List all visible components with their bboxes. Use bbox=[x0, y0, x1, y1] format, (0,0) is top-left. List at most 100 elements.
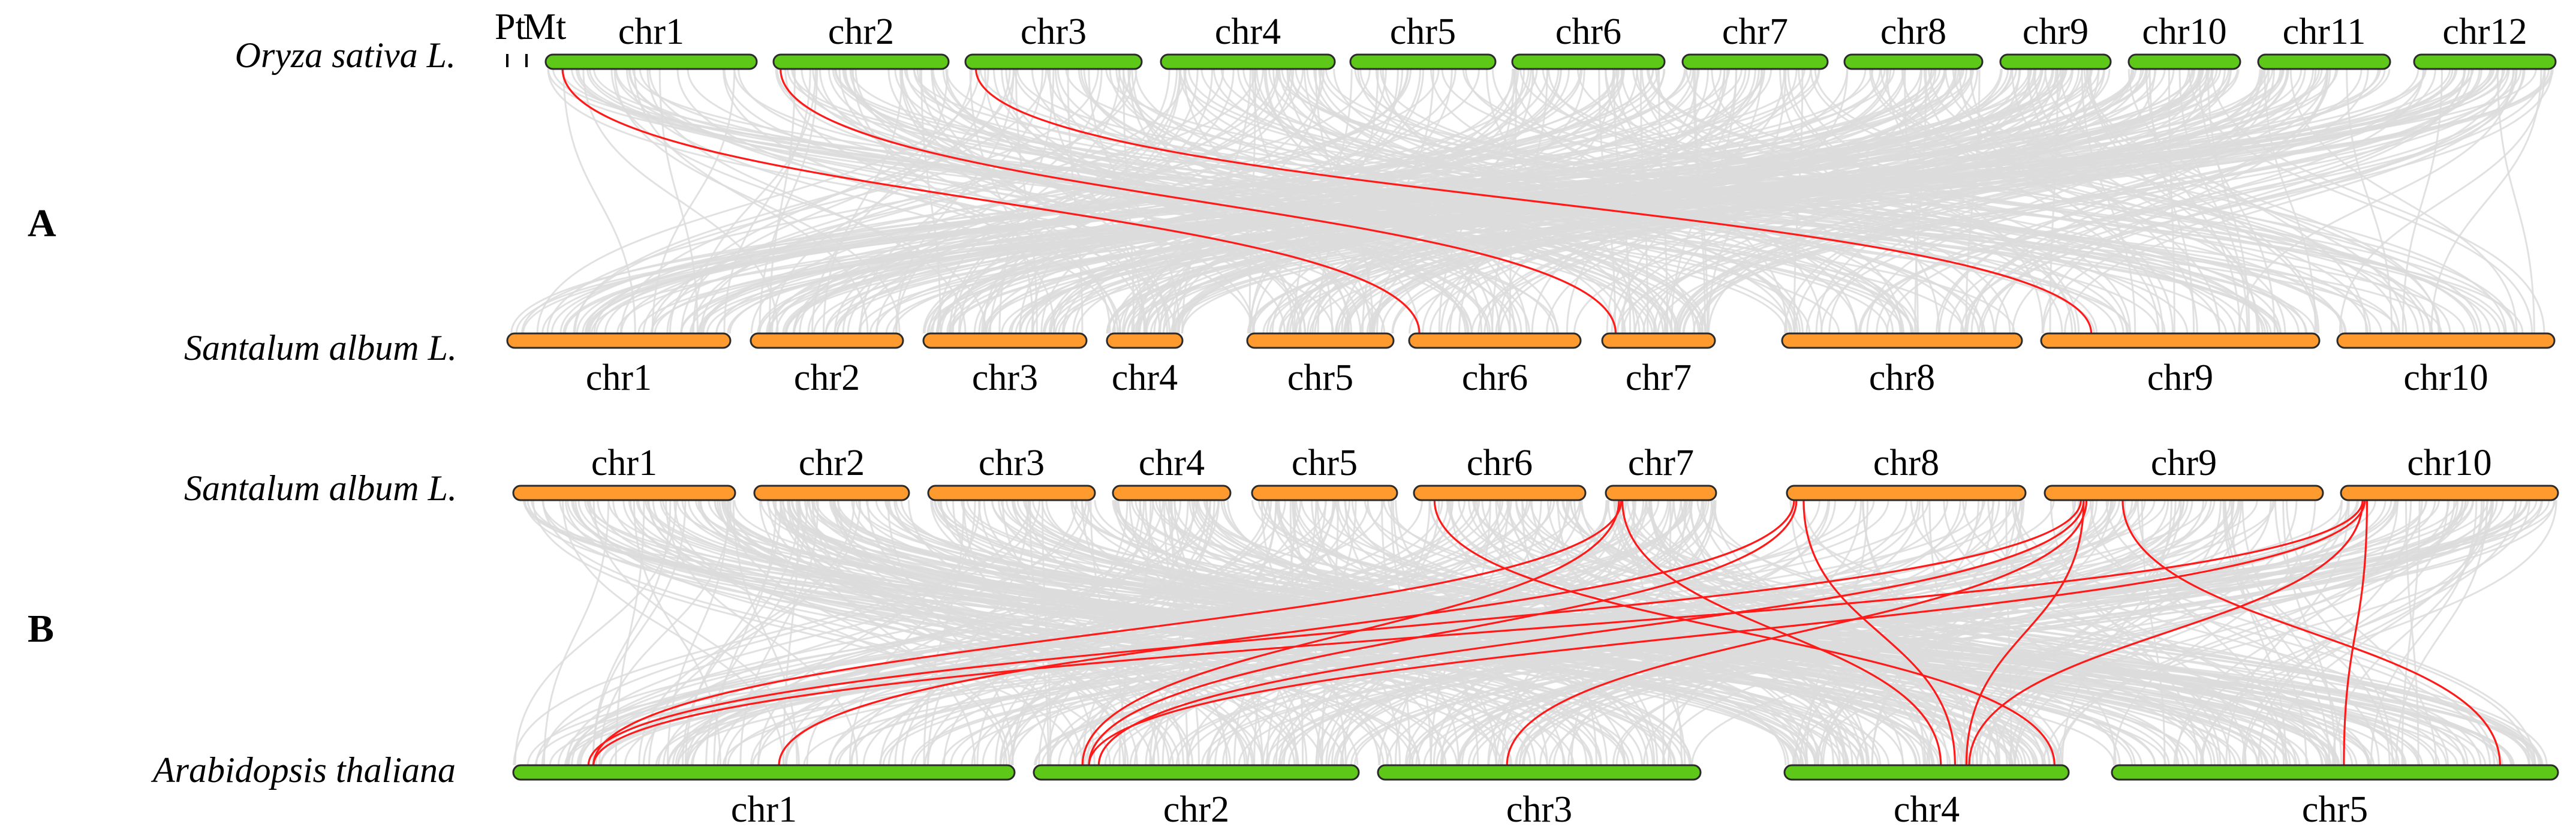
panel-a-bg-link bbox=[1859, 68, 2545, 334]
panel-a-bg-link bbox=[1880, 68, 2431, 334]
oryza-chromosome-label-chr8: chr8 bbox=[1880, 11, 1946, 52]
panel-a-bg-link bbox=[768, 68, 2030, 334]
panel-b-bg-link bbox=[2223, 500, 2331, 766]
panel-a-background-links bbox=[510, 68, 2554, 334]
panel-a-bg-link bbox=[1253, 68, 1641, 334]
panel-b-bg-link bbox=[2173, 500, 2517, 766]
panel-b-bg-link bbox=[584, 500, 1859, 766]
santalum-a-chromosome-label-chr3: chr3 bbox=[972, 357, 1038, 398]
santalum-a-chromosome-bar-chr7 bbox=[1601, 332, 1716, 349]
santalum-a-chromosome-label-chr8: chr8 bbox=[1869, 357, 1935, 398]
panel-b-bg-link bbox=[1501, 500, 1626, 766]
panel-b-highlight-link-chr8-chr1 bbox=[778, 500, 1795, 766]
panel-b-bg-link bbox=[1392, 500, 1479, 766]
panel-b-bg-link bbox=[513, 500, 1031, 766]
mt-label: Mt bbox=[523, 7, 566, 47]
panel-b-bg-link bbox=[2199, 500, 2557, 766]
panel-b-highlight-link-chr7-chr2 bbox=[1081, 500, 1620, 766]
panel-a-bg-link bbox=[2060, 68, 2318, 334]
panel-a-highlight-link-chr2-chr7 bbox=[780, 68, 1617, 334]
oryza-chromosome-label-chr9: chr9 bbox=[2023, 11, 2089, 52]
panel-a-bg-link bbox=[2127, 68, 2367, 334]
panel-a-bg-link bbox=[586, 68, 1840, 334]
panel-a-bg-link bbox=[950, 68, 2499, 334]
arabidopsis-chromosome-label-chr5: chr5 bbox=[2302, 789, 2368, 830]
panel-a-bg-link bbox=[1491, 68, 1984, 334]
panel-a-bg-link bbox=[850, 68, 2272, 334]
panel-a-bg-link bbox=[615, 68, 1904, 334]
panel-a-bg-link bbox=[989, 68, 1199, 334]
panel-a-bg-link bbox=[937, 68, 1722, 334]
panel-a-bg-link bbox=[822, 68, 904, 334]
oryza-chromosome-label-chr4: chr4 bbox=[1215, 11, 1281, 52]
panel-a-bg-link bbox=[1605, 68, 1996, 334]
panel-b-bg-link bbox=[1441, 500, 2436, 766]
panel-b-bg-link bbox=[757, 500, 1369, 766]
santalum-a-chromosome-label-chr4: chr4 bbox=[1112, 357, 1178, 398]
santalum-b-chromosome-bar-chr8 bbox=[1786, 485, 2027, 501]
panel-b-highlight-link-chr9-chr1 bbox=[587, 500, 2082, 766]
panel-b-highlight-link-chr9-chr2 bbox=[1097, 500, 2085, 766]
panel-a-bg-link bbox=[669, 68, 973, 334]
panel-b-bg-link bbox=[811, 500, 1050, 766]
santalum-a-chromosome-label-chr6: chr6 bbox=[1462, 357, 1528, 398]
panel-b-bg-link bbox=[633, 500, 721, 766]
panel-a-bg-link bbox=[2264, 68, 2316, 334]
panel-a-bg-link bbox=[1262, 68, 2466, 334]
panel-b-bg-link bbox=[1987, 500, 2222, 766]
panel-a-bg-link bbox=[2145, 68, 2241, 334]
panel-b-bg-link bbox=[834, 500, 2489, 766]
panel-b-bg-link bbox=[629, 500, 1253, 766]
santalum-a-chromosome-bar-chr4 bbox=[1106, 332, 1184, 349]
santalum-b-chromosome-label-chr4: chr4 bbox=[1139, 443, 1205, 483]
panel-a-bg-link bbox=[1978, 68, 2524, 334]
panel-b-bg-link bbox=[1203, 500, 2421, 766]
panel-a-bg-link bbox=[859, 68, 1044, 334]
santalum-b-chromosome-label-chr6: chr6 bbox=[1467, 443, 1533, 483]
panel-b-bg-link bbox=[1316, 500, 1460, 766]
oryza-chromosome-bar-chr12 bbox=[2413, 53, 2557, 70]
santalum-a-chromosome-label-chr10: chr10 bbox=[2403, 357, 2488, 398]
santalum-a-chromosome-label-chr9: chr9 bbox=[2147, 357, 2213, 398]
panel-a-bg-link bbox=[1031, 68, 1182, 334]
arabidopsis-chromosome-bar-chr2 bbox=[1033, 764, 1360, 781]
panel-b-background-links bbox=[513, 500, 2557, 766]
oryza-chromosome-label-chr12: chr12 bbox=[2442, 11, 2527, 52]
panel-a-bg-link bbox=[2083, 68, 2408, 334]
panel-b-bg-link bbox=[549, 500, 2528, 766]
santalum-b-chromosome-bar-chr2 bbox=[753, 485, 910, 501]
panel-a-bg-link bbox=[1605, 68, 1823, 334]
oryza-chromosome-bar-chr10 bbox=[2127, 53, 2241, 70]
panel-a-bg-link bbox=[1548, 68, 2220, 334]
santalum-a-chromosome-bar-chr9 bbox=[2040, 332, 2321, 349]
panel-a-bg-link bbox=[1178, 68, 1664, 334]
panel-b-bg-link bbox=[977, 500, 1263, 766]
panel-b-bg-link bbox=[2241, 500, 2343, 766]
panel-b-highlight-link-chr7-chr4 bbox=[1621, 500, 1942, 766]
panel-a-bg-link bbox=[2339, 68, 2546, 334]
santalum-b-chromosome-bar-chr1 bbox=[512, 485, 736, 501]
oryza-chromosome-bar-chr8 bbox=[1843, 53, 1984, 70]
santalum-b-chromosome-bar-chr3 bbox=[927, 485, 1096, 501]
panel-a-bg-link bbox=[1181, 68, 1251, 334]
panel-b-label: B bbox=[28, 607, 54, 651]
panel-b-highlight-link-chr10-chr4 bbox=[1968, 500, 2364, 766]
panel-a-bg-link bbox=[2042, 68, 2503, 334]
panel-b-bg-link bbox=[565, 500, 1087, 766]
panel-a-bg-link bbox=[1251, 68, 1334, 334]
panel-a-bg-link bbox=[692, 68, 817, 334]
panel-b-bg-link bbox=[564, 500, 1265, 766]
panel-a-label: A bbox=[28, 202, 56, 245]
panel-a-bg-link bbox=[654, 68, 2208, 334]
santalum-a-chromosome-label-chr1: chr1 bbox=[586, 357, 652, 398]
panel-b-bg-link bbox=[559, 500, 1548, 766]
oryza-chromosome-bar-chr5 bbox=[1349, 53, 1497, 70]
panel-a-bg-link bbox=[937, 68, 1121, 334]
panel-a-bg-link bbox=[768, 68, 796, 334]
panel-a-bg-link bbox=[1295, 68, 2214, 334]
panel-a-bg-link bbox=[547, 68, 1334, 334]
panel-b-bg-link bbox=[713, 500, 777, 766]
panel-a-bg-link bbox=[1446, 68, 2080, 334]
panel-a-bg-link bbox=[2210, 68, 2545, 334]
